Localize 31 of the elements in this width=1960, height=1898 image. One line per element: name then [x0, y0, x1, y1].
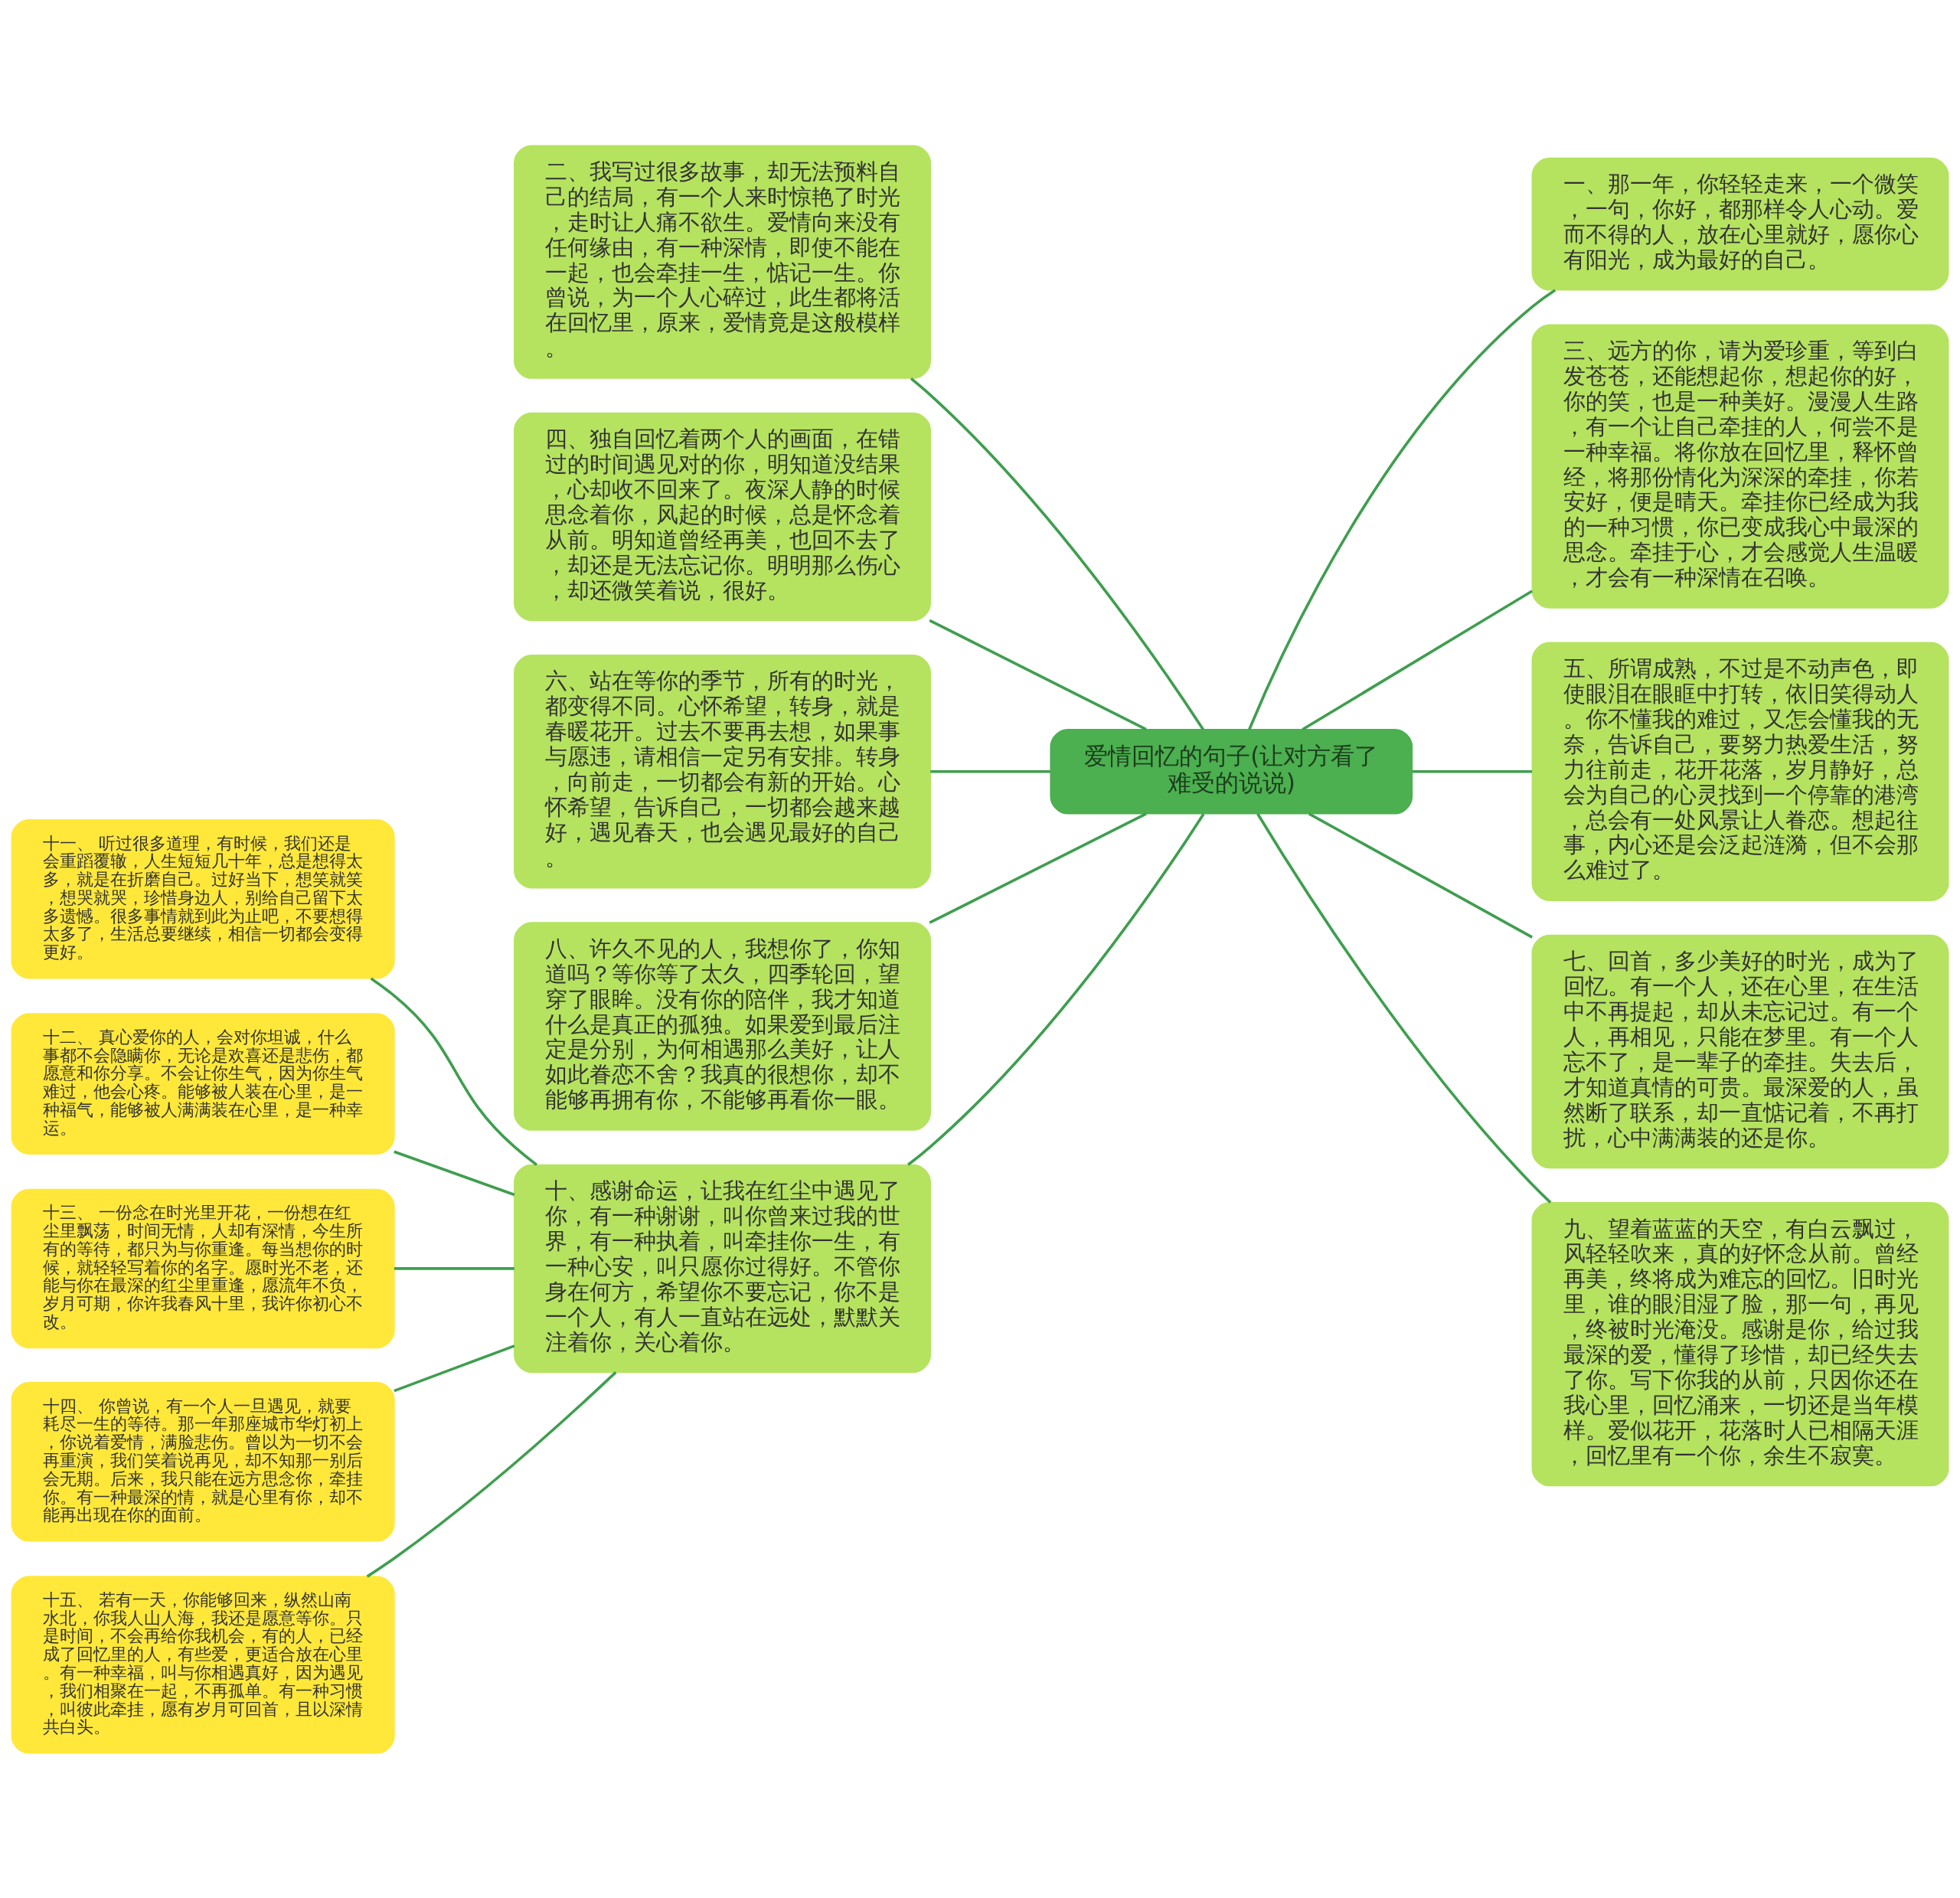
- node-box: 十五、 若有一天，你能够回来，纵然山南水北，你我人山人海，我还是愿意等你。只是时间，不会再给你我机会，有的人，已经成了回忆里的人，有些爱，更适合放在心里。有一种幸福，叫与你相遇真好，因为遇见，我们相聚在一起，不再孤单。有一种习惯，叫彼此牵挂，愿有岁月可回首，且以深情共白头。: [11, 1575, 395, 1754]
- node-box: 十三、 一份念在时光里开花，一份想在红尘里飘荡，时间无情，人却有深情，今生所有的等待，都只为与你重逢。每当想你的时候，就轻轻写着你的名字。愿时光不老，还能与你在最深的红尘里重逢，愿流年不负，岁月可期，你许我春风十里，我许你初心不改。: [11, 1188, 395, 1348]
- connector: [907, 812, 1205, 1166]
- connector: [1308, 812, 1534, 939]
- node-box: 十四、 你曾说，有一个人一旦遇见，就要耗尽一生的等待。那一年那座城市华灯初上，你说着爱情，满脸悲伤。曾以为一切不会再重演，我们笑着说再见，却不知那一别后会无期。后来，我只能在远方思念你，牵挂你。有一种最深的情，就是心里有你，却不能再出现在你的面前。: [11, 1381, 395, 1542]
- node-box: 七、回首，多少美好的时光，成为了回忆。有一个人，还在心里，在生活中不再提起，却从未忘记过。有一个人，再相见，只能在梦里。有一个人忘不了，是一辈子的牵挂。失去后，才知道真情的可贵。最深爱的人，虽然断了联系，却一直惦记着，不再打扰，心中满满装的还是你。: [1531, 934, 1949, 1168]
- connector: [370, 976, 537, 1166]
- node-box: 十一、 听过很多道理，有时候，我们还是会重蹈覆辙，人生短短几十年，总是想得太多，就是在折磨自己。过好当下，想笑就笑，想哭就哭，珍惜身边人，别给自己留下太多遗憾。很多事情就到此为止吧，不要想得太多了，生活总要继续，相信一切都会变得更好。: [11, 818, 395, 978]
- node-box: 八、许久不见的人，我想你了，你知道吗？等你等了太久，四季轮回，望穿了眼眸。没有你的陪伴，我才知道什么是真正的孤独。如果爱到最后注定是分别，为何相遇那么美好，让人如此眷恋不舍？我真的很想你，却不能够再拥有你，不能够再看你一眼。: [514, 921, 931, 1131]
- connector: [394, 1344, 515, 1392]
- node-box: 五、所谓成熟，不过是不动声色，即使眼泪在眼眶中打转，依旧笑得动人。你不懂我的难过，又怎会懂我的无奈，告诉自己，要努力热爱生活，努力往前走，花开花落，岁月静好，总会为自己的心灵找到一个停靠的港湾，总会有一处风景让人眷恋。想起往事，内心还是会泛起涟漪，但不会那么难过了。: [1531, 642, 1949, 901]
- node-box: 六、站在等你的季节，所有的时光，都变得不同。心怀希望，转身，就是春暖花开。过去不要再去想，如果事与愿违，请相信一定另有安排。转身，向前走，一切都会有新的开始。心怀希望，告诉自己，一切都会越来越好，遇见春天，也会遇见最好的自己。: [514, 654, 931, 888]
- connector: [1302, 589, 1534, 730]
- connector: [1256, 812, 1552, 1204]
- node-box: 三、远方的你，请为爱珍重，等到白发苍苍，还能想起你，想起你的好，你的笑，也是一种美好。漫漫人生路，有一个让自己牵挂的人，何尝不是一种幸福。将你放在回忆里，释怀曾经，将那份情化为深深的牵挂，你若安好，便是晴天。牵挂你已经成为我的一种习惯，你已变成我心中最深的思念。牵挂于心，才会感觉人生温暖，才会有一种深情在召唤。: [1531, 323, 1949, 609]
- connector: [1412, 769, 1533, 773]
- connector: [929, 812, 1147, 924]
- node-box: 四、独自回忆着两个人的画面，在错过的时间遇见对的你，明知道没结果，心却收不回来了。夜深人静的时候思念着你，风起的时候，总是怀念着从前。明知道曾经再美，也回不去了，却还是无法忘记你。明明那么伤心，却还微笑着说，很好。: [514, 412, 931, 621]
- connector: [1248, 288, 1557, 730]
- connector: [366, 1370, 617, 1578]
- node-box: 二、我写过很多故事，却无法预料自己的结局，有一个人来时惊艳了时光，走时让人痛不欲生。爱情向来没有任何缘由，有一种深情，即使不能在一起，也会牵挂一生，惦记一生。你曾说，为一个人心碎过，此生都将活在回忆里，原来，爱情竟是这般模样。: [514, 144, 931, 379]
- node-box: 爱情回忆的句子(让对方看了难受的说说): [1050, 728, 1413, 815]
- node-box: 九、望着蓝蓝的天空，有白云飘过，风轻轻吹来，真的好怀念从前。曾经再美，终将成为难忘的回忆。旧时光里，谁的眼泪湿了脸，那一句，再见，终被时光淹没。感谢是你，给过我最深的爱，懂得了珍惜，却已经失去了你。写下你我的从前，只因你还在我心里，回忆涌来，一切还是当年模样。爱似花开，花落时人已相隔天涯，回忆里有一个你，余生不寂寞。: [1531, 1201, 1949, 1486]
- node-box: 十、感谢命运，让我在红尘中遇见了你，有一种谢谢，叫你曾来过我的世界，有一种执着，叫牵挂你一生，有一种心安，叫只愿你过得好。不管你身在何方，希望你不要忘记，你不是一个人，有人一直站在远处，默默关注着你，关心着你。: [514, 1164, 931, 1373]
- node-box: 一、那一年，你轻轻走来，一个微笑，一句，你好，都那样令人心动。爱而不得的人，放在心里就好，愿你心有阳光，成为最好的自己。: [1531, 157, 1949, 291]
- connector: [910, 377, 1204, 730]
- node-box: 十二、 真心爱你的人，会对你坦诚，什么事都不会隐瞒你，无论是欢喜还是悲伤，都愿意和你分享。不会让你生气，因为你生气难过，他会心疼。能够被人装在心里，是一种福气，能够被人满满装在心里，是一种幸运。: [11, 1012, 395, 1155]
- connector: [394, 1150, 515, 1196]
- connector: [929, 619, 1147, 730]
- connector: [930, 769, 1050, 773]
- connector: [394, 1266, 514, 1270]
